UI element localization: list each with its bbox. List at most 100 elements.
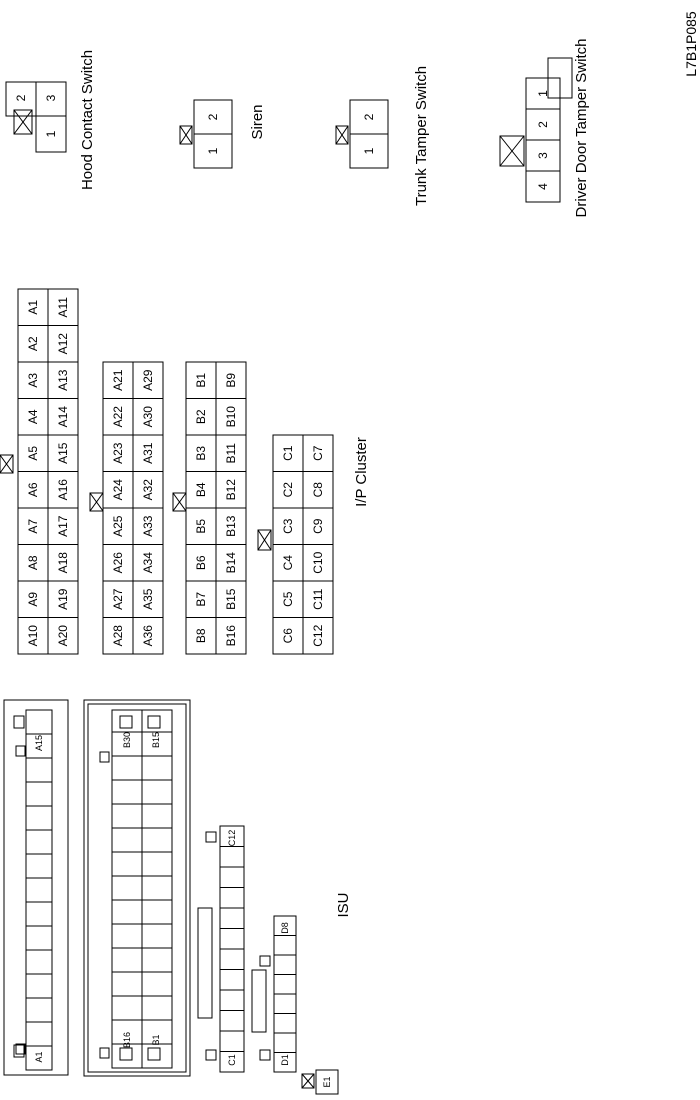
- key-marker-icon: [179, 125, 193, 145]
- pin-label: A6: [26, 482, 40, 497]
- pin-label: A22: [111, 406, 125, 428]
- pin-marker: [13, 1044, 25, 1058]
- pin-label: D1: [280, 1054, 290, 1066]
- siren-connector: 21: [179, 99, 233, 169]
- pin-label: B2: [194, 409, 208, 424]
- pin-label: B13: [224, 515, 238, 537]
- pin-label: A11: [56, 297, 70, 318]
- key-marker-frame: [179, 125, 193, 145]
- key-marker-stroke: [179, 125, 193, 145]
- pin-label: A30: [141, 406, 155, 428]
- pin-label: A5: [26, 446, 40, 461]
- pin-label: B14: [224, 552, 238, 574]
- pin-label: C5: [281, 591, 295, 607]
- pin-label: B1: [194, 373, 208, 388]
- pin-label: A10: [26, 625, 40, 647]
- key-marker-stroke: [301, 1073, 315, 1089]
- pin-label: 2: [362, 113, 376, 120]
- key-marker-frame: [257, 529, 272, 551]
- key-marker-stroke: [13, 109, 33, 135]
- pin-label: 2: [536, 121, 550, 128]
- pin-label: 4: [536, 183, 550, 190]
- pin-label: A24: [111, 479, 125, 501]
- pin-label: A29: [141, 369, 155, 391]
- pin-label: A7: [26, 519, 40, 534]
- pin-label: A15: [34, 735, 44, 751]
- pin-label: A8: [26, 555, 40, 570]
- pin-label: B16: [224, 625, 238, 647]
- side-rail: [251, 969, 267, 1033]
- latch: [205, 1049, 217, 1061]
- pin-label: B30: [122, 732, 132, 748]
- pin-label: A31: [141, 442, 155, 464]
- pin-label: 1: [44, 130, 58, 137]
- hood-contact-switch-connector: 3 1 2: [5, 81, 67, 153]
- pin-cell: [5, 81, 37, 117]
- trunk-tamper-switch-connector: 21: [335, 99, 389, 169]
- pin-cell: [349, 133, 389, 169]
- key-marker-icon: [499, 135, 525, 167]
- pin-label: C12: [311, 624, 325, 646]
- driver-door-tamper-switch-label: Driver Door Tamper Switch: [573, 39, 590, 218]
- pin-label: 2: [14, 94, 28, 101]
- latch: [99, 1047, 110, 1059]
- pin-label: B1: [151, 1034, 161, 1045]
- pin-marker: [119, 715, 133, 729]
- key-marker-icon: [257, 529, 272, 551]
- key-marker-stroke: [257, 529, 272, 551]
- pin-label: 1: [206, 147, 220, 154]
- outer-frame: [83, 699, 191, 1077]
- pin-label: A17: [56, 515, 70, 537]
- pin-label: B10: [224, 406, 238, 428]
- key-marker-frame: [301, 1073, 315, 1089]
- key-marker-frame: [13, 109, 33, 135]
- pin-label: A13: [56, 369, 70, 391]
- latch: [259, 955, 271, 967]
- pin-label: C4: [281, 555, 295, 571]
- pin-label: A36: [141, 625, 155, 647]
- pin-label: C6: [281, 628, 295, 644]
- pin-label: B9: [224, 373, 238, 388]
- pin-label: A9: [26, 592, 40, 607]
- pin-label: 3: [536, 152, 550, 159]
- isu-label: ISU: [335, 892, 352, 917]
- key-marker-stroke: [172, 492, 187, 512]
- pin-label: C1: [227, 1054, 237, 1066]
- pin-label: E1: [322, 1076, 332, 1087]
- pin-label: B12: [224, 479, 238, 501]
- pin-label: A25: [111, 515, 125, 537]
- latch: [15, 1043, 26, 1055]
- pin-label: C8: [311, 482, 325, 498]
- isu-connector-e: E1: [301, 1069, 339, 1095]
- pin-cell: [193, 133, 233, 169]
- key-marker-stroke: [0, 454, 14, 474]
- pin-label: A1: [26, 300, 40, 315]
- pin-label: A35: [141, 588, 155, 610]
- key-marker-frame: [89, 492, 104, 512]
- pin-marker: [13, 715, 25, 729]
- pin-label: A14: [56, 406, 70, 428]
- pin-label: A28: [111, 625, 125, 647]
- outer-frame: [3, 699, 69, 1076]
- pin-label: B3: [194, 446, 208, 461]
- latch: [259, 1049, 271, 1061]
- pin-label: B8: [194, 628, 208, 643]
- pin-label: B16: [122, 1032, 132, 1048]
- pin-label: A23: [111, 442, 125, 464]
- latch: [205, 831, 217, 843]
- pin-label: C7: [311, 445, 325, 461]
- pin-label: C2: [281, 482, 295, 498]
- pin-label: B7: [194, 592, 208, 607]
- pin-label: 1: [536, 90, 550, 97]
- pin-label: C11: [311, 588, 325, 609]
- ip-cluster-connectors: A10A9A8A7A6A5A4A3A2A1A20A19A18A17A16A15A…: [0, 288, 334, 655]
- key-marker-stroke: [499, 135, 525, 167]
- pin-marker: [119, 1047, 133, 1061]
- pin-label: 3: [44, 94, 58, 101]
- key-marker-frame: [335, 125, 349, 145]
- pin-label: B15: [224, 588, 238, 610]
